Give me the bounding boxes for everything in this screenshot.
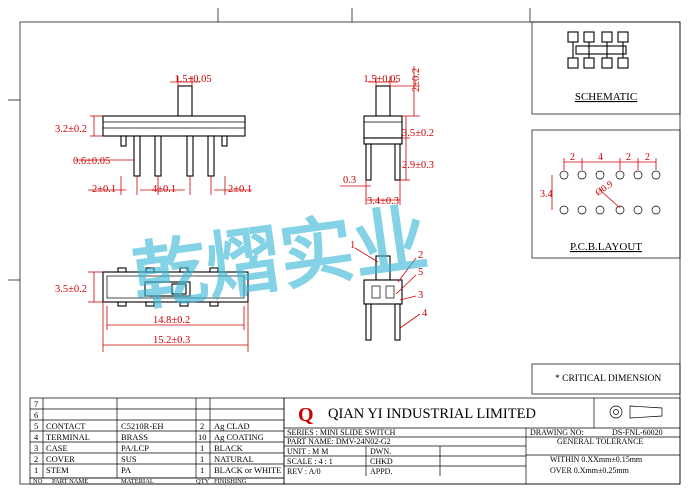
notes-panel: * CRITICAL DIMENSION [531, 363, 681, 395]
dim-side-lever-height: 2±0.2 [411, 68, 422, 92]
dim-top-height: 3.5±0.2 [55, 284, 87, 295]
bom-row-no: 4 [34, 432, 39, 442]
bom-header-finishing: FINISHING [214, 478, 247, 485]
bom-row-no: 6 [34, 410, 38, 420]
front-lever [177, 85, 193, 117]
bom-row-part: STEM [46, 465, 69, 475]
drawing-no-label: DRAWING NO: [530, 428, 584, 437]
bom-row-material: BRASS [121, 432, 148, 442]
dim-front-body-height: 3.2±0.2 [55, 124, 87, 135]
bom-row-no: 1 [34, 465, 38, 475]
dim-top-body-length: 14.8±0.2 [153, 315, 190, 326]
bom-row-part: CONTACT [46, 421, 86, 431]
callout-4: 4 [422, 308, 428, 319]
frame-ticks [8, 8, 531, 281]
callout-1: 1 [350, 240, 355, 251]
bom-header-material: MATERIAL [121, 478, 154, 485]
bom-row-qty: 1 [200, 465, 204, 475]
tolerance-within: WITHIN 0.XXmm±0.15mm [550, 455, 643, 464]
critical-dimension-note: * CRITICAL DIMENSION [555, 374, 661, 384]
bom-header-part: PART NAME [52, 478, 88, 485]
side-lever [375, 85, 391, 117]
dim-front-lever-width: 1.5±0.05 [174, 74, 211, 85]
projection-symbol [609, 405, 663, 419]
bom-row-no: 5 [34, 421, 38, 431]
front-view: 1.5±0.05 3.2±0.2 0.6±0.05 2±0.1 4±0.1 2±… [55, 74, 252, 195]
general-tolerance-label: GENERAL TOLERANCE [557, 437, 643, 446]
bom-row-part: COVER [46, 454, 75, 464]
part-number: PART NAME: DMV-24N02-G2 [287, 437, 391, 446]
dim-side-lever-width: 1.5±0.05 [363, 74, 400, 85]
bom-row-material: SUS [121, 454, 137, 464]
company-name: QIAN YI INDUSTRIAL LIMITED [328, 406, 536, 422]
unit: UNIT : M M [287, 447, 328, 456]
logo-letter: Q [298, 404, 314, 426]
checked-by: CHKD [370, 457, 393, 466]
title-block: Q QIAN YI INDUSTRIAL LIMITED SERIES : MI… [283, 397, 681, 485]
front-body [102, 115, 246, 137]
pcb-pitch-3: 2 [626, 152, 631, 163]
bom-table: 7 6 5 CONTACT C5210R-EH 2 Ag CLAD 4 TERM… [29, 397, 285, 485]
side-body [363, 115, 403, 139]
drawing-number: DS-FNL-60020 [612, 428, 663, 437]
series-name: SERIES : MINI SLIDE SWITCH [287, 428, 396, 437]
pcb-layout-label: P.C.B.LAYOUT [570, 241, 642, 253]
bom-row-part: TERMINAL [46, 432, 90, 442]
schematic-panel: SCHEMATIC [531, 21, 681, 115]
dim-front-pitch-left: 2±0.1 [92, 184, 116, 195]
side-pin-right [394, 143, 401, 181]
dim-side-body-height: 3.5±0.2 [402, 128, 434, 139]
bom-row-finishing: Ag CLAD [214, 421, 250, 431]
bom-row-finishing: Ag COATING [214, 432, 264, 442]
dim-top-overall-length: 15.2±0.3 [153, 335, 190, 346]
bom-row-no: 3 [34, 443, 38, 453]
bom-row-finishing: BLACK or WHITE [214, 465, 281, 475]
bom-row-no: 2 [34, 454, 38, 464]
bom-row-material: PA/LCP [121, 443, 149, 453]
side-view: 1.5±0.05 2±0.2 3.5±0.2 2.9±0.3 0.3 3.4±0… [340, 66, 434, 207]
pcb-pitch-2: 4 [598, 152, 603, 163]
callout-5: 5 [418, 267, 423, 278]
bom-row-material: C5210R-EH [121, 421, 164, 431]
dim-front-pitch-mid: 4±0.1 [152, 184, 176, 195]
pcb-row-spacing: 3.4 [540, 189, 553, 200]
pcb-hole-diameter: Ø0.9 [594, 179, 615, 198]
pcb-pitch-4: 2 [645, 152, 650, 163]
dim-side-pin-offset: 0.3 [343, 175, 356, 186]
pcb-layout-panel: 2 4 2 2 3.4 Ø0.9 P.C.B.LAYOUT [531, 129, 681, 259]
scale: SCALE : 4 : 1 [287, 457, 333, 466]
bom-row-qty: 10 [198, 432, 207, 442]
bom-header-no: NO [33, 478, 43, 485]
bom-row-finishing: BLACK [214, 443, 244, 453]
callout-2: 2 [418, 250, 423, 261]
pcb-holes [559, 170, 661, 215]
bom-row-no: 7 [34, 399, 38, 409]
schematic-label: SCHEMATIC [575, 91, 637, 103]
top-view: 3.5±0.2 14.8±0.2 15.2±0.3 [55, 267, 249, 352]
bom-header-qty: QTY [196, 478, 210, 485]
bom-row-finishing: NATURAL [214, 454, 254, 464]
section-view: 1 2 5 3 4 [350, 240, 428, 341]
bom-row-material: PA [121, 465, 132, 475]
dim-front-pin-width: 0.6±0.05 [73, 156, 110, 167]
company-logo: Q [298, 404, 314, 426]
bom-row-qty: 1 [200, 443, 204, 453]
tolerance-over: OVER 0.Xmm±0.25mm [550, 466, 630, 475]
pcb-pitch-1: 2 [570, 152, 575, 163]
dim-front-pitch-right: 2±0.1 [228, 184, 252, 195]
front-pins [120, 135, 228, 177]
revision: REV : A/0 [287, 467, 321, 476]
schematic-symbol [567, 31, 629, 69]
bom-row-qty: 2 [200, 421, 204, 431]
callout-3: 3 [418, 290, 423, 301]
bom-row-qty: 1 [200, 454, 204, 464]
approved-by: APPD. [370, 467, 392, 476]
bom-row-part: CASE [46, 443, 68, 453]
drawn-by: DWN. [370, 447, 391, 456]
dim-side-pin-spacing: 3.4±0.3 [367, 196, 399, 207]
side-pin-left [365, 143, 372, 181]
dim-side-pin-length: 2.9±0.3 [402, 160, 434, 171]
